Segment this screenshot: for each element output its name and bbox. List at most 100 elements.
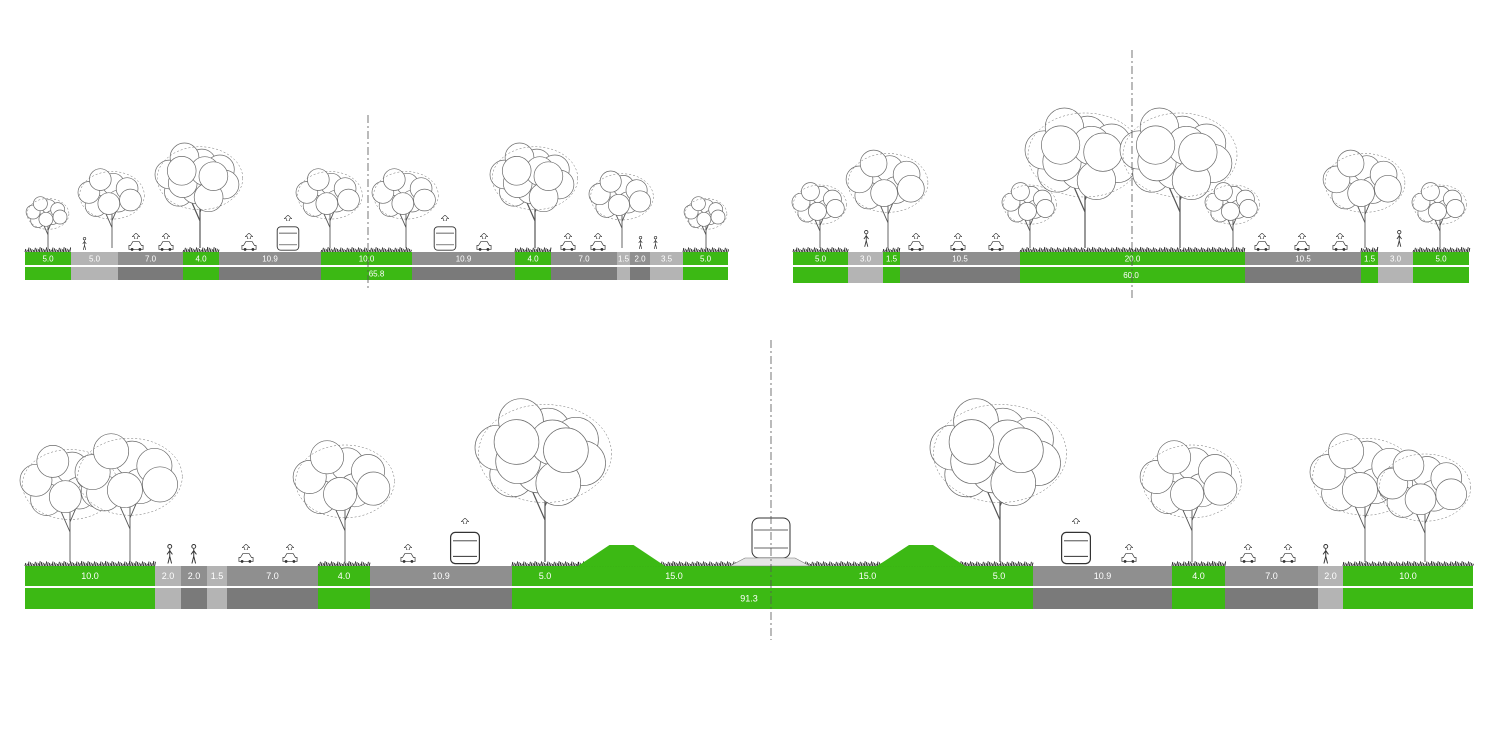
pedestrian-icon: [190, 544, 197, 564]
grass-tuft-icon: [682, 247, 730, 253]
traffic-direction-arrow-icon: [1125, 544, 1133, 550]
segment-band-asphalt: [118, 252, 183, 265]
segment-lower-band: [412, 267, 515, 280]
segment-band-asphalt: [1245, 252, 1361, 265]
car-icon: [1254, 241, 1270, 251]
car-icon: [128, 241, 144, 251]
segment-width-label: 7.0: [1265, 571, 1278, 581]
traffic-direction-arrow-icon: [404, 544, 412, 550]
segment-band-green: [578, 566, 770, 586]
large-tree-icon: [489, 142, 578, 248]
car-icon: [1240, 553, 1256, 563]
traffic-direction-arrow-icon: [480, 233, 488, 239]
segment-lower-band: [515, 267, 551, 280]
segment-band-asphalt: [900, 252, 1020, 265]
segment-lower-band: [551, 267, 617, 280]
traffic-direction-arrow-icon: [1336, 233, 1344, 239]
traffic-direction-arrow-icon: [1284, 544, 1292, 550]
segment-lower-band: [1245, 267, 1361, 283]
tram-platform: [729, 557, 811, 567]
segment-lower-band: [155, 588, 181, 609]
segment-width-label: 10.9: [456, 255, 472, 264]
segment-width-label: 1.5: [211, 571, 224, 581]
segment-band-green: [793, 252, 848, 265]
segment-band-green: [183, 252, 219, 265]
segment-width-label: 15.0: [665, 571, 683, 581]
pedestrian-icon: [653, 236, 658, 249]
car-icon: [1280, 553, 1296, 563]
segment-band-asphalt: [412, 252, 515, 265]
car-icon: [560, 241, 576, 251]
total-width-label: 65.8: [369, 270, 385, 279]
large-tree-icon: [154, 142, 243, 248]
segment-lower-band: [848, 267, 883, 283]
segment-band-green: [1343, 566, 1473, 586]
traffic-direction-arrow-icon: [912, 233, 920, 239]
segment-lower-band: [512, 588, 578, 609]
segment-width-label: 1.5: [1364, 255, 1376, 264]
segment-band-green: [883, 252, 900, 265]
bus-icon: [449, 531, 481, 565]
grass-tuft-icon: [1019, 246, 1246, 253]
traffic-direction-arrow-icon: [1298, 233, 1306, 239]
car-icon: [282, 553, 298, 563]
traffic-direction-arrow-icon: [284, 215, 292, 221]
car-icon: [590, 241, 606, 251]
segment-width-label: 10.9: [1094, 571, 1112, 581]
segment-band-asphalt: [630, 252, 650, 265]
traffic-direction-arrow-icon: [441, 215, 449, 221]
segment-width-label: 10.9: [432, 571, 450, 581]
segment-band-green: [683, 252, 728, 265]
segment-lower-band: [770, 588, 965, 609]
segment-width-label: 2.0: [162, 571, 175, 581]
grass-tuft-icon: [317, 561, 371, 567]
traffic-direction-arrow-icon: [954, 233, 962, 239]
traffic-direction-arrow-icon: [132, 233, 140, 239]
segment-lower-band: [71, 267, 118, 280]
segment-lower-band: [1225, 588, 1318, 609]
segment-width-label: 3.5: [661, 255, 673, 264]
car-icon: [950, 241, 966, 251]
segment-width-label: 3.0: [860, 255, 872, 264]
car-icon: [908, 241, 924, 251]
deciduous-tree-icon: [845, 149, 929, 248]
grass-tuft-icon: [792, 247, 849, 253]
traffic-direction-arrow-icon: [286, 544, 294, 550]
deciduous-tree-icon: [1322, 149, 1406, 248]
segment-band-asphalt: [219, 252, 321, 265]
segment-band-green: [512, 566, 578, 586]
segment-band-green: [25, 566, 155, 586]
large-tree-icon: [929, 398, 1067, 562]
grass-tuft-icon: [1412, 246, 1471, 253]
deciduous-tree-icon: [791, 182, 847, 248]
grass-tuft-icon: [1360, 246, 1379, 253]
segment-width-label: 10.0: [1399, 571, 1417, 581]
segment-band-green: [965, 566, 1033, 586]
trees-layer: [19, 107, 1471, 562]
car-icon: [241, 241, 257, 251]
segment-lower-band: [183, 267, 219, 280]
segment-width-label: 7.0: [266, 571, 279, 581]
segment-width-label: 10.9: [262, 255, 278, 264]
segment-band-green: [515, 252, 551, 265]
segment-lower-band: [630, 267, 650, 280]
segment-width-label: 5.0: [539, 571, 552, 581]
segment-band-sidewalk: [848, 252, 883, 265]
segment-band-green: [318, 566, 370, 586]
deciduous-tree-icon: [1139, 440, 1242, 562]
car-icon: [1332, 241, 1348, 251]
bus-icon: [1060, 531, 1092, 565]
segment-lower-band: [181, 588, 207, 609]
pedestrian-icon: [1322, 544, 1329, 564]
segment-band-sidewalk: [155, 566, 181, 586]
segment-lower-band: [683, 267, 728, 280]
segment-band-sidewalk: [207, 566, 227, 586]
deciduous-tree-icon: [25, 196, 70, 248]
segment-lower-band: [1318, 588, 1343, 609]
car-icon: [1294, 241, 1310, 251]
segment-lower-band: [321, 267, 412, 280]
segment-band-green: [321, 252, 412, 265]
car-icon: [400, 553, 416, 563]
